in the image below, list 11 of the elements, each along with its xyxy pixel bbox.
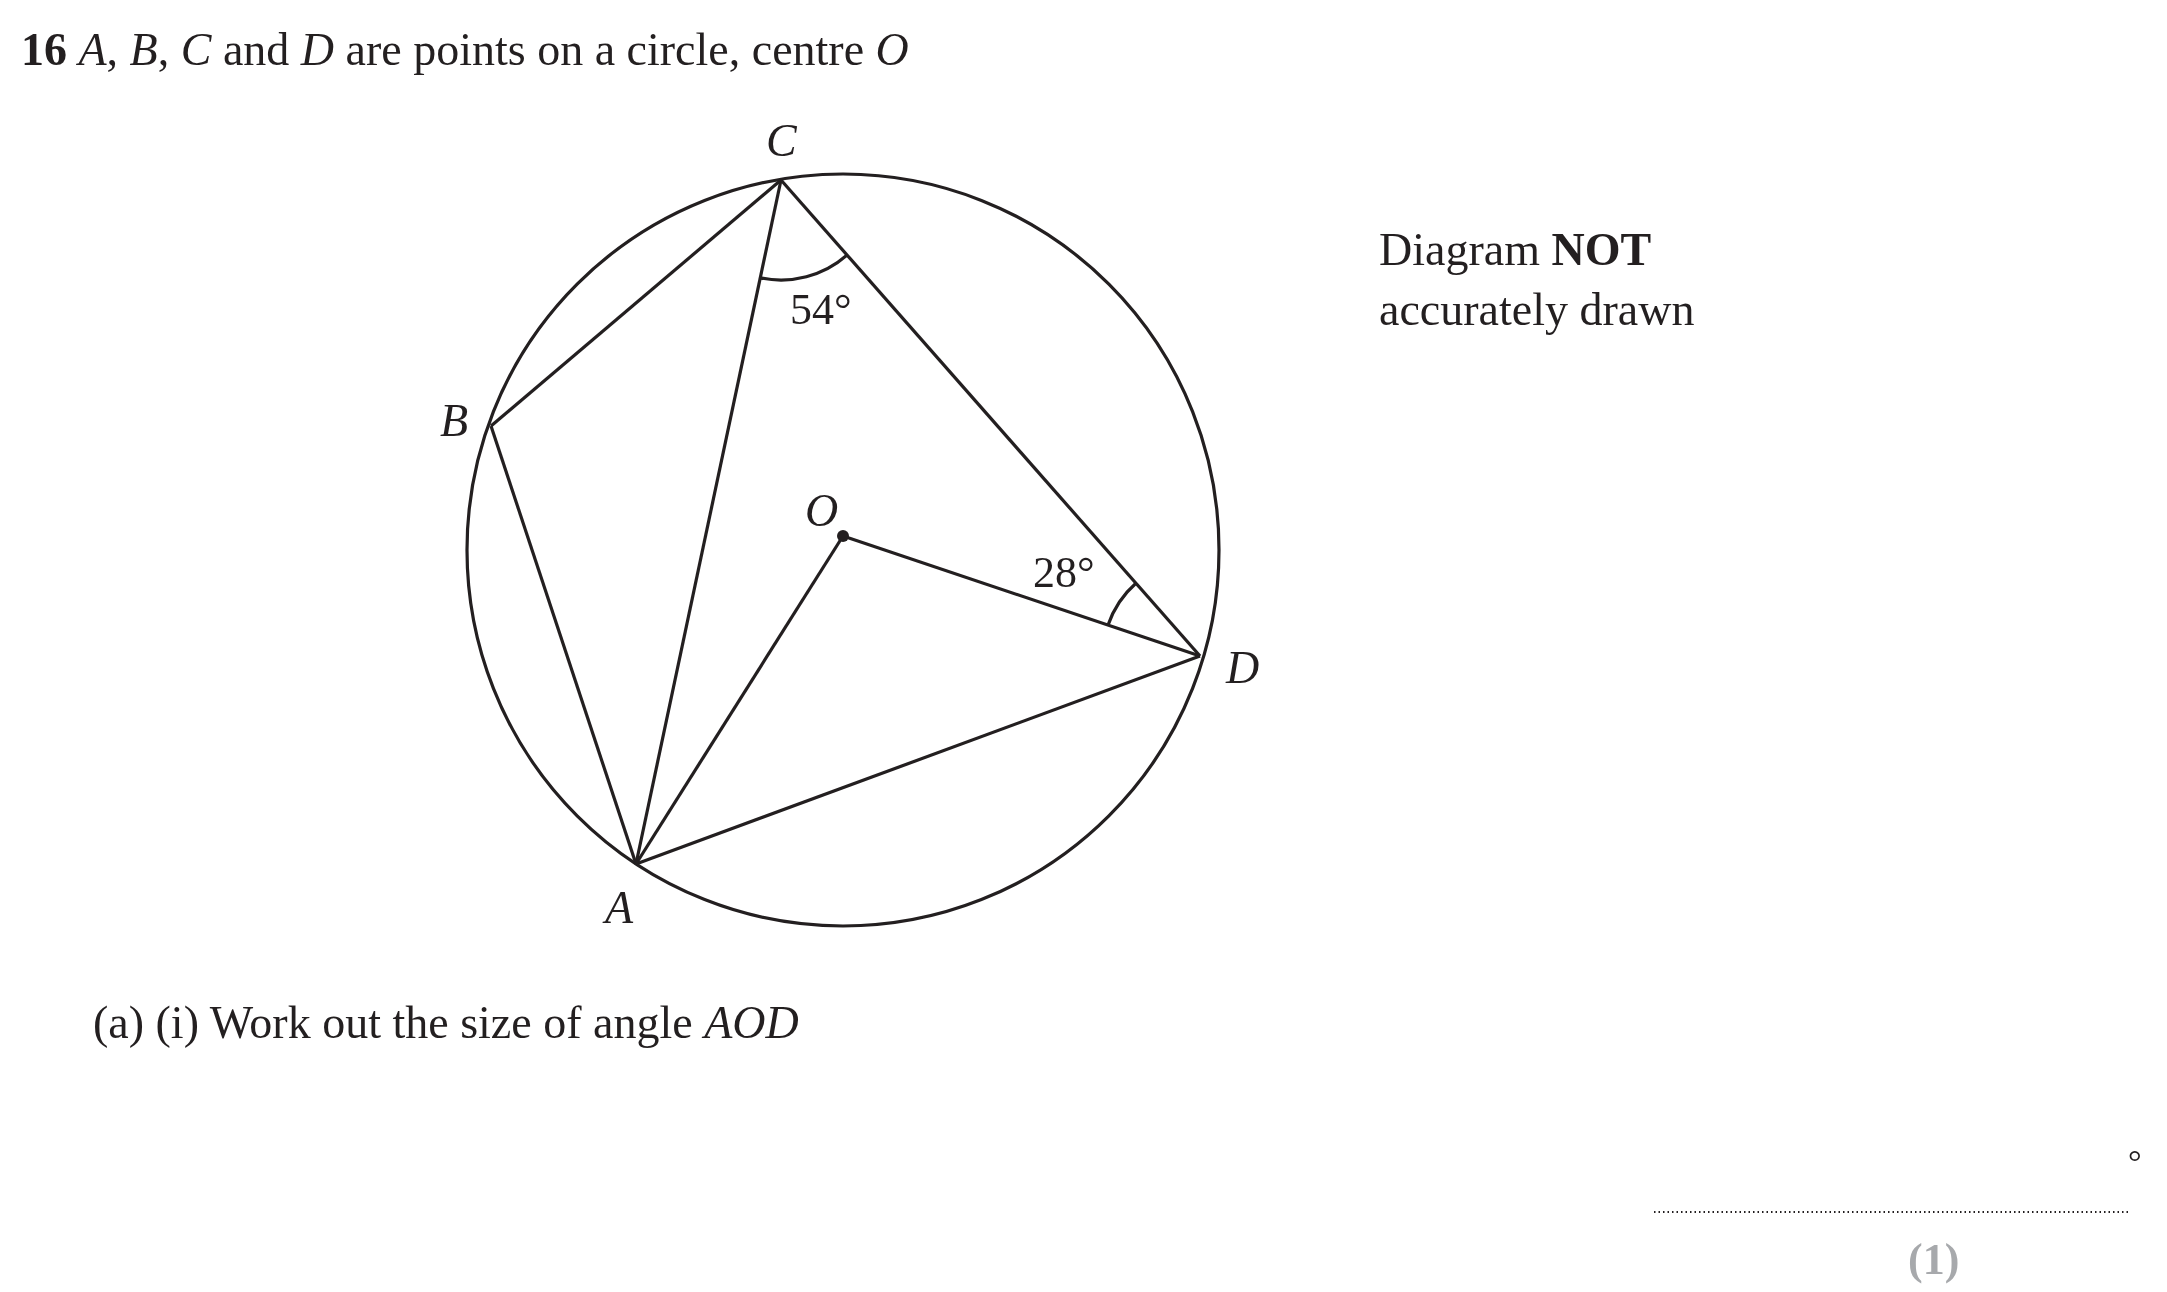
question-text: (a) (i) Work out the size of angle AOD <box>93 1000 799 1046</box>
point-label: D <box>1226 645 1260 691</box>
note-text: Diagram NOT accurately drawn <box>1379 223 1696 337</box>
degree-sign: ° <box>2128 1145 2142 1179</box>
point-label: C <box>766 118 797 164</box>
point-label: B <box>440 398 469 444</box>
marks-label: (1) <box>1908 1238 1960 1282</box>
angle-label: 28° <box>1033 551 1095 595</box>
point-label: O <box>805 488 839 534</box>
question-text: 16 A, B, C and D are points on a circle, centre O <box>21 27 909 73</box>
angle-label: 54° <box>790 288 852 332</box>
